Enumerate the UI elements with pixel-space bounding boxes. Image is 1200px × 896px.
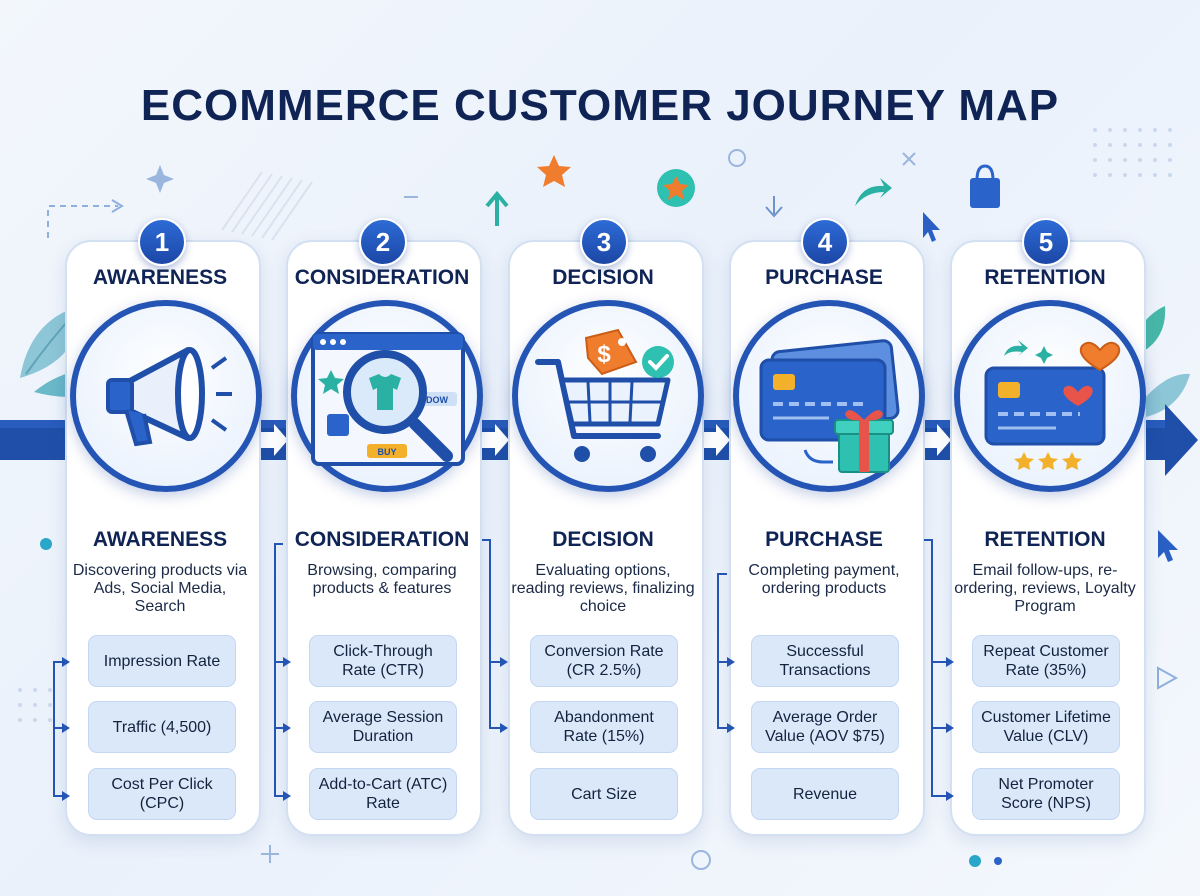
down-arrow-icon xyxy=(765,196,783,218)
stage-heading: RETENTION xyxy=(984,266,1106,289)
metric-box: Click-Through Rate (CTR) xyxy=(309,635,457,687)
stage-name: RETENTION xyxy=(984,528,1106,551)
stage-icon-circle: DOW BUY xyxy=(291,300,483,492)
metric-box: Net Promoter Score (NPS) xyxy=(972,768,1120,820)
stage-number-badge: 1 xyxy=(138,218,186,266)
shopping-cart-icon: $ xyxy=(535,328,674,462)
stage-description: Discovering products via Ads, Social Med… xyxy=(72,562,248,615)
stage-icon-circle xyxy=(733,300,925,492)
stage-name: DECISION xyxy=(552,528,654,551)
stage-icon-circle xyxy=(70,300,262,492)
stage-number-badge: 2 xyxy=(359,218,407,266)
cursor-icon xyxy=(923,212,940,242)
metric-box: Cart Size xyxy=(530,768,678,820)
up-arrow-icon xyxy=(485,190,509,226)
metric-box: Impression Rate xyxy=(88,635,236,687)
metric-box: Average Order Value (AOV $75) xyxy=(751,701,899,753)
browser-magnifier-icon: DOW BUY xyxy=(311,332,465,466)
stage-heading: PURCHASE xyxy=(765,266,883,289)
shopping-bag-icon xyxy=(970,178,1000,208)
stage-icon-circle xyxy=(954,300,1146,492)
hatch-pattern xyxy=(221,171,313,241)
stage-heading: CONSIDERATION xyxy=(294,266,470,289)
curved-arrow-icon xyxy=(855,178,892,206)
credit-card-gift-icon xyxy=(759,339,900,473)
metric-box: Conversion Rate (CR 2.5%) xyxy=(530,635,678,687)
play-triangle-icon xyxy=(1157,666,1179,690)
icon-label: $ xyxy=(597,341,611,368)
metric-box: Customer Lifetime Value (CLV) xyxy=(972,701,1120,753)
stage-description: Email follow-ups, re-ordering, reviews, … xyxy=(954,562,1136,615)
stage-heading: DECISION xyxy=(552,266,654,289)
stage-name: AWARENESS xyxy=(92,528,228,551)
metric-box: Cost Per Click (CPC) xyxy=(88,768,236,820)
stage-description: Browsing, comparing products & features xyxy=(307,562,457,597)
star-icon xyxy=(537,155,571,187)
cursor-icon xyxy=(1158,530,1178,562)
dot-decoration xyxy=(994,857,1002,865)
icon-label: DOW xyxy=(426,395,449,405)
metric-box: Abandonment Rate (15%) xyxy=(530,701,678,753)
dashed-arrow-head xyxy=(111,199,124,213)
megaphone-icon xyxy=(106,347,232,447)
stage-description: Evaluating options, reading reviews, fin… xyxy=(511,562,695,615)
metric-box: Revenue xyxy=(751,768,899,820)
stage-heading: AWARENESS xyxy=(92,266,228,289)
ring-decoration xyxy=(728,149,746,167)
dot-decoration xyxy=(40,538,52,550)
metric-box: Add-to-Cart (ATC) Rate xyxy=(309,768,457,820)
stage-number-badge: 4 xyxy=(801,218,849,266)
metric-box: Traffic (4,500) xyxy=(88,701,236,753)
stage-number-badge: 3 xyxy=(580,218,628,266)
ring-decoration xyxy=(691,850,711,870)
stage-description: Completing payment, ordering products xyxy=(748,562,900,597)
stage-name: PURCHASE xyxy=(765,528,883,551)
stage-icon-circle: $ xyxy=(512,300,704,492)
dashed-arrow xyxy=(47,205,118,238)
dot-grid xyxy=(18,128,1172,722)
metric-box: Average Session Duration xyxy=(309,701,457,753)
metric-box: Repeat Customer Rate (35%) xyxy=(972,635,1120,687)
icon-label: BUY xyxy=(377,447,396,457)
metric-box: Successful Transactions xyxy=(751,635,899,687)
stage-number-badge: 5 xyxy=(1022,218,1070,266)
dot-decoration xyxy=(969,855,981,867)
page-title: ECOMMERCE CUSTOMER JOURNEY MAP xyxy=(140,81,1060,131)
stage-name: CONSIDERATION xyxy=(294,528,470,551)
loyalty-card-heart-icon xyxy=(984,340,1121,470)
sparkle-icon xyxy=(146,165,174,193)
flow-chevron xyxy=(257,424,951,456)
